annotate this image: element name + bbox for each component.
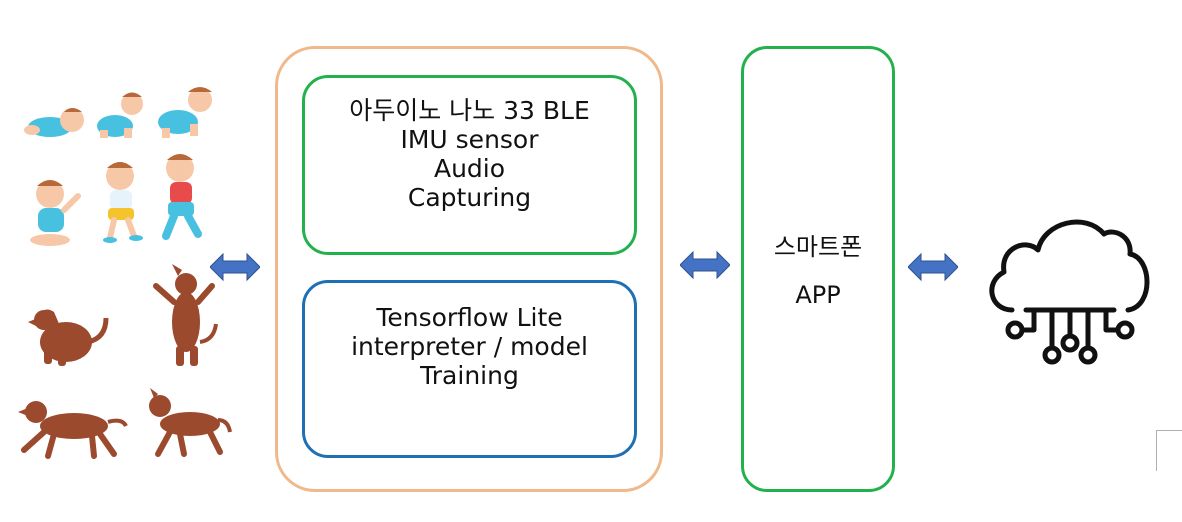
hardware-line: Capturing: [407, 183, 532, 212]
dog-running-icon: [18, 401, 128, 459]
double-arrow-icon: [210, 252, 260, 282]
babies-illustration: [24, 87, 212, 246]
dog-sitting-icon: [28, 309, 109, 366]
crop-mark: [1156, 430, 1182, 471]
ml-line: Tensorflow Lite: [376, 303, 563, 332]
hardware-line: Audio: [433, 154, 506, 183]
dog-standing-icon: [153, 264, 218, 366]
double-arrow-icon: [908, 252, 958, 282]
toddler-walking-icon: [103, 162, 143, 243]
baby-crawling-icon: [24, 108, 84, 137]
toddler-walking-icon: [162, 154, 202, 240]
ml-line: interpreter / model: [351, 332, 588, 361]
smartphone-app-box: 스마트폰 APP: [741, 46, 895, 492]
double-arrow-icon: [680, 250, 730, 280]
edge-device-container: [275, 46, 663, 492]
app-line: APP: [795, 281, 841, 309]
dog-running-icon: [149, 388, 232, 457]
ml-line: Training: [420, 361, 519, 390]
hardware-line: 아두이노 나노 33 BLE: [349, 96, 590, 125]
hardware-line: IMU sensor: [400, 125, 539, 154]
baby-crawling-icon: [97, 92, 143, 138]
dogs-illustration: [18, 264, 232, 459]
cloud-computing-icon: [989, 219, 1150, 365]
app-line: 스마트폰: [773, 233, 863, 261]
ml-box: Tensorflow Lite interpreter / model Trai…: [302, 280, 637, 458]
baby-crawling-icon: [158, 87, 212, 138]
toddler-walking-icon: [30, 180, 81, 246]
hardware-box: 아두이노 나노 33 BLE IMU sensor Audio Capturin…: [302, 75, 637, 255]
